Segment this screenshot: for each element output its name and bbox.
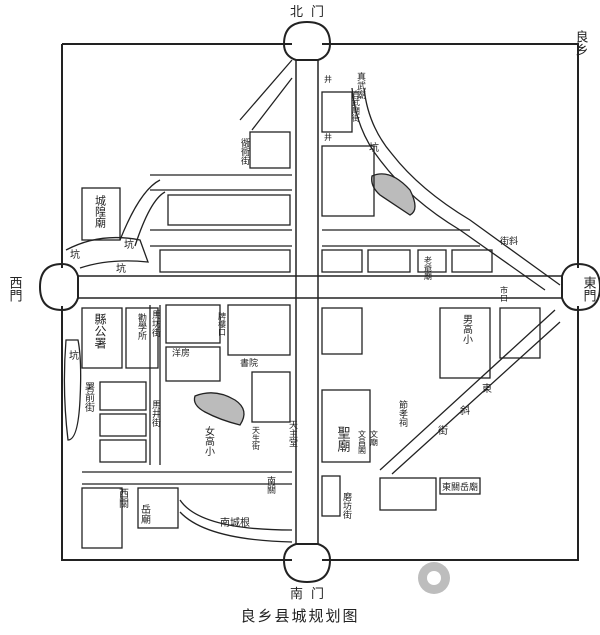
map-caption: 良乡县城规划图: [240, 607, 360, 625]
nan-cheng-gen-label: 南城根: [220, 516, 250, 529]
yang-fang-label: 洋房: [172, 347, 190, 359]
block: [99, 439, 147, 463]
dong-guan-yue-miao: [439, 477, 481, 495]
school-office-label: 勸學所: [136, 312, 147, 341]
kang-label-1: 坑: [67, 349, 79, 361]
watermark-logo: [418, 562, 450, 594]
kang-label-3: 坑: [70, 248, 80, 261]
block: [451, 249, 493, 273]
block: [367, 249, 411, 273]
west-gate-bastion: [38, 262, 79, 312]
block: [81, 307, 123, 369]
kang-label-5: 坑: [367, 141, 379, 153]
north-gate-label: 北门: [290, 5, 332, 20]
street: [82, 471, 292, 485]
moat-west: [63, 339, 82, 441]
xi-guan-label: 西關: [117, 488, 129, 509]
block: [159, 249, 291, 273]
moat-curve: [65, 236, 149, 269]
block: [321, 249, 363, 273]
block: [499, 307, 541, 359]
wen-miao-label: 文廟: [370, 429, 379, 447]
corner-note: 良乡: [573, 29, 589, 56]
jie-xie-label: 斜: [460, 404, 470, 417]
chenghuang-temple-block: [81, 187, 121, 241]
jie-xiao-ci-label: 節孝祠: [397, 399, 408, 428]
east-west-main-street: [78, 275, 562, 299]
jie-dong-label: 東: [482, 382, 492, 395]
county-office-block: [125, 307, 159, 369]
block: [251, 371, 291, 423]
shu-yuan-label: 書院: [240, 357, 258, 369]
chu-fu-jie-label: 衚衕街: [239, 137, 250, 166]
nan-gao-xiao-label: 男高小: [461, 314, 473, 345]
block: [137, 487, 179, 529]
block: [227, 304, 291, 356]
nan-guan-label: 南關: [265, 475, 276, 495]
nw-diagonal-road: [239, 59, 293, 131]
shu-qian-jie-label: 署前街: [83, 382, 95, 413]
tian-sheng-jie-label: 天生街: [252, 426, 261, 451]
block: [379, 477, 437, 511]
pond: [371, 173, 416, 216]
jing-label-2: 井: [324, 132, 332, 142]
kang-label-2: 坑: [124, 238, 134, 251]
east-gate-label: 東門: [581, 275, 597, 303]
jie-xie-ne-label: 街斜: [500, 235, 518, 247]
block: [81, 487, 123, 549]
county-office-label: 縣公署: [93, 313, 107, 350]
block: [167, 194, 291, 226]
hutong-road: [150, 174, 292, 191]
south-gate-bastion: [282, 543, 332, 584]
city-wall: [61, 43, 579, 561]
ma-jing-jie-label: 馬井街: [150, 400, 161, 428]
block: [321, 145, 375, 217]
ma-fang-jie-label: 馬坊街: [150, 310, 161, 338]
lao-ye-miao-label: 老爺廟: [424, 255, 433, 281]
kang-label-4: 坑: [116, 262, 126, 275]
mo-fang-jie-label: 磨坊街: [341, 492, 352, 520]
block: [321, 307, 363, 355]
wen-chang-ge-label: 文昌閣: [358, 429, 367, 455]
sheng-miao-label: 聖廟: [335, 426, 351, 452]
hutong-road: [322, 229, 480, 247]
sheng-miao-block: [321, 389, 371, 463]
dong-guan-yue-miao-label: 東關岳廟: [442, 481, 478, 493]
block: [165, 304, 221, 344]
block: [321, 475, 341, 517]
shi-kou-label: 市口: [500, 285, 509, 302]
hutong-road: [150, 229, 292, 247]
pai-lou-kou-label: 牌樓口: [218, 311, 227, 336]
jing-label-1: 井: [324, 74, 332, 84]
watermark: [418, 560, 588, 600]
yue-miao-w-label: 岳廟: [139, 504, 151, 525]
block: [165, 346, 221, 382]
chenghuang-temple-label: 城隍廟: [94, 195, 107, 229]
block: [99, 413, 147, 437]
tian-zhu-tang-label: 天主堂: [287, 420, 298, 447]
west-gate-label: 西門: [7, 276, 23, 303]
north-south-main-street: [295, 60, 319, 544]
zhen-wu-jie-label: 真武廟街: [352, 89, 361, 123]
winding-lane: [119, 179, 166, 247]
nv-gao-xiao-label: 女高小: [203, 425, 215, 457]
ne-winding-road: [351, 87, 561, 291]
north-gate-bastion: [282, 20, 332, 61]
block: [99, 381, 147, 411]
east-gate-bastion: [561, 262, 600, 312]
block: [249, 131, 291, 169]
jie-jie-label: 街: [438, 424, 448, 437]
south-gate-label: 南门: [290, 586, 332, 602]
sw-pond: [193, 392, 245, 426]
nan-cheng-gen-road: [179, 499, 293, 543]
block: [321, 91, 353, 133]
zhen-wu-miao-label: 真武廟: [355, 71, 366, 100]
ma-fang-street: [149, 305, 161, 465]
block: [417, 249, 447, 273]
east-diagonal-street: [379, 309, 561, 475]
nan-gao-xiao-block: [439, 307, 491, 379]
